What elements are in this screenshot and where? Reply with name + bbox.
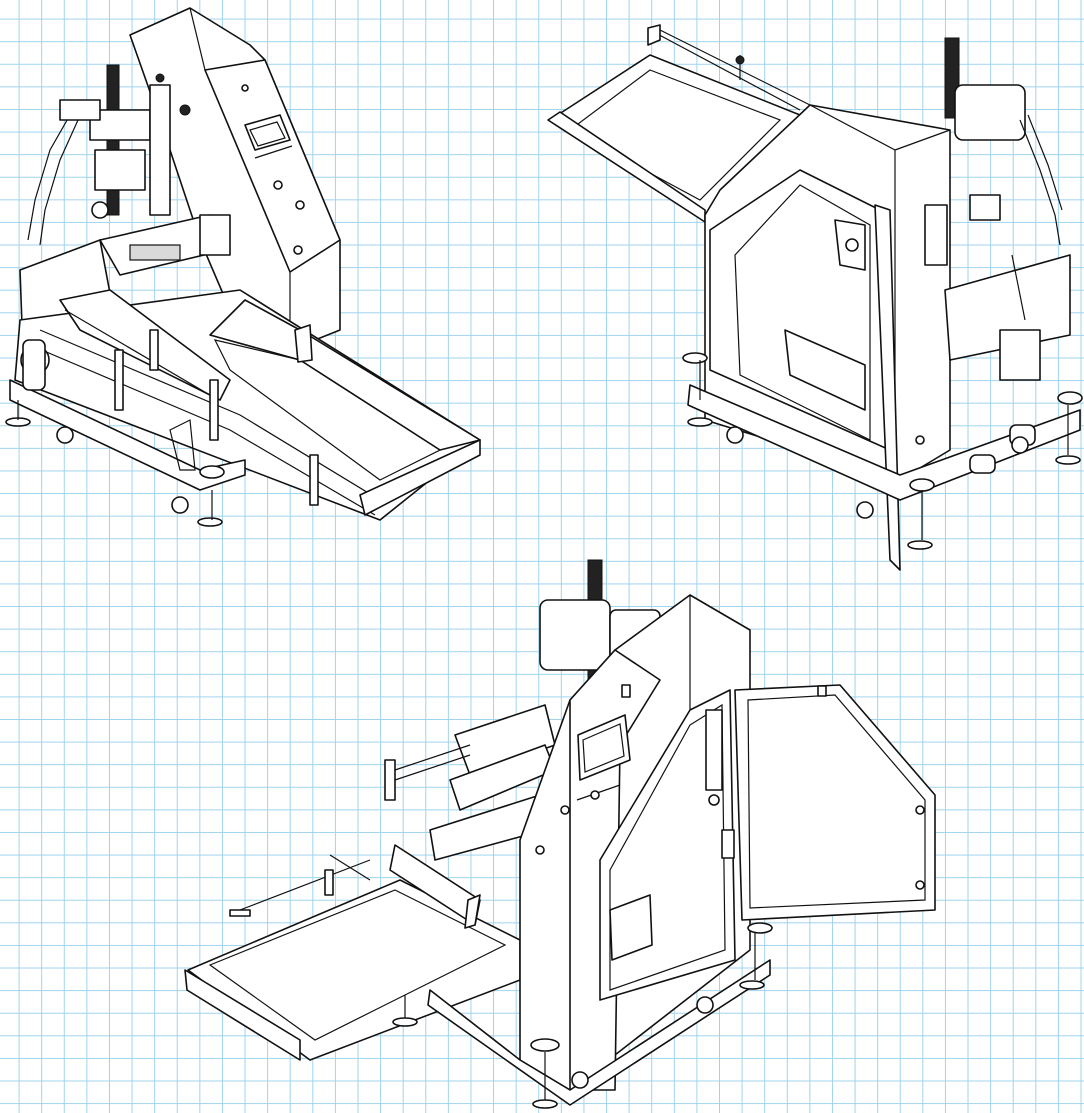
view-front-left — [5, 7, 481, 527]
view-front-right-door-open — [184, 559, 936, 1109]
base-frame — [427, 959, 771, 1106]
leveling-foot — [907, 540, 933, 550]
control-knob — [590, 790, 600, 800]
leveling-foot — [197, 517, 223, 527]
leveling-foot — [1055, 455, 1081, 465]
control-knob — [273, 180, 283, 190]
caster-wheel — [571, 1071, 589, 1089]
caster-wheel — [171, 496, 189, 514]
air-regulator — [705, 709, 723, 791]
air-regulator — [924, 204, 948, 266]
control-screen — [577, 714, 631, 781]
cabinet-front-panel — [204, 59, 341, 273]
caster-wheel — [696, 996, 714, 1014]
arm-housing — [954, 84, 1026, 141]
leveling-foot — [392, 1017, 418, 1027]
arm-housing — [539, 599, 611, 671]
caster-wheel — [856, 501, 874, 519]
leveling-foot — [739, 980, 765, 990]
caster-wheel — [56, 426, 74, 444]
side-guide — [294, 324, 313, 363]
leveling-foot — [532, 1099, 558, 1109]
view-rear-door-open — [547, 24, 1083, 571]
open-door — [734, 684, 936, 921]
base-frame — [687, 384, 1081, 501]
conveyor-rail — [59, 289, 231, 401]
caster-wheel — [726, 426, 744, 444]
leveling-foot — [687, 417, 713, 427]
